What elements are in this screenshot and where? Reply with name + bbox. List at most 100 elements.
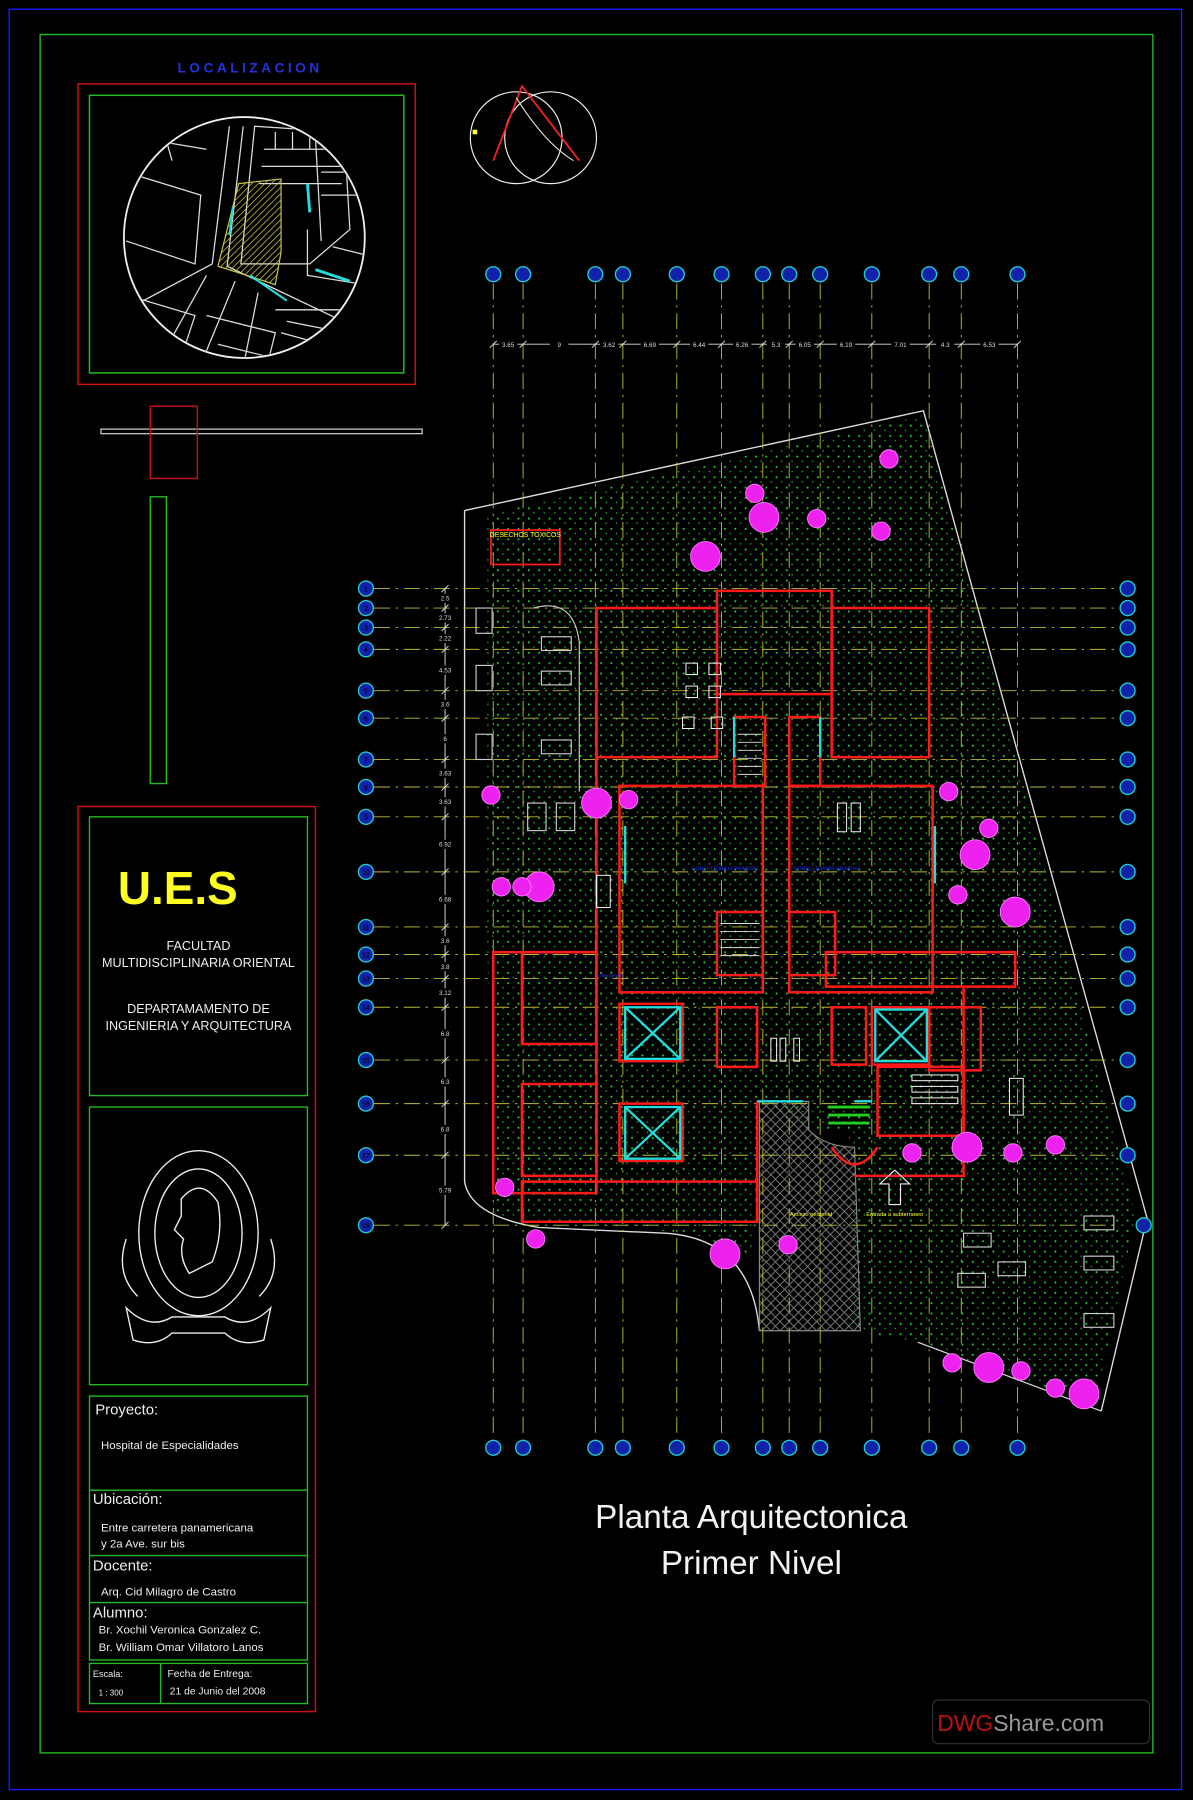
grid-axis-label: 15 <box>362 1058 370 1065</box>
tree-icon <box>526 1229 546 1249</box>
stairs <box>720 733 762 957</box>
student-label: Alumno: <box>93 1606 148 1622</box>
grid-axis-bubble <box>1119 710 1136 727</box>
tree-icon <box>512 877 532 897</box>
dimension-label: 3.63 <box>439 771 452 778</box>
grid-axis-bubble <box>754 266 771 283</box>
dimension-label: 3.12 <box>439 990 452 997</box>
tree-icon <box>491 877 511 897</box>
decor-red-box <box>149 405 198 480</box>
dimension-label: 6.68 <box>439 897 452 904</box>
scale-value: 1 : 300 <box>99 1689 124 1698</box>
cyan-walls <box>624 717 937 1160</box>
dimension-label: 6.05 <box>799 342 812 349</box>
dimension-label: 2.22 <box>439 636 452 643</box>
faculty-line-1: FACULTAD <box>166 939 230 953</box>
tree-icon <box>973 1352 1005 1383</box>
university-seal <box>121 1149 276 1344</box>
north-arrow-icon <box>469 84 598 185</box>
tree-icon <box>481 785 501 805</box>
department-line-1: DEPARTAMAMENTO DE <box>127 1002 270 1016</box>
dimension-label: 7.01 <box>894 342 907 349</box>
department-line-2: INGENIERIA Y ARQUITECTURA <box>105 1019 292 1033</box>
tree-icon <box>1045 1378 1065 1398</box>
building-walls <box>491 589 1017 1224</box>
grid-axis-bubble <box>781 266 798 283</box>
grid-axis-bubble <box>1119 599 1136 617</box>
dimension-label: 6.8 <box>441 1127 450 1134</box>
grid-axis-bubble <box>1119 1051 1136 1069</box>
grid-axis-bubble <box>1119 918 1136 936</box>
location-line-1: Entre carretera panamericana <box>101 1522 254 1534</box>
tree-icon <box>871 521 891 541</box>
grid-axis-label: 12 <box>362 952 370 959</box>
grid-axis-bubble <box>357 863 375 881</box>
label-underground-entrance: Entrada a subterraneo <box>866 1212 923 1218</box>
grid-axis-label: 3 <box>364 625 368 632</box>
grid-axis-bubble <box>953 266 970 283</box>
dimension-label: 6.8 <box>441 1031 450 1038</box>
furniture <box>595 662 1024 1116</box>
grid-axis-label: 13 <box>362 976 370 983</box>
grid-axis-bubble <box>1119 970 1136 987</box>
location-panel: LOCALIZACION <box>77 60 417 386</box>
label-consult-right: CONSULTORIOS PRIMERO <box>794 867 860 873</box>
dimension-label: 3.63 <box>439 799 452 806</box>
grid-axis-bubble <box>357 778 375 796</box>
grid-axis-bubble <box>668 266 685 283</box>
grid-axis-label: 4 <box>364 647 368 654</box>
grid-axis-bubble <box>812 1439 829 1456</box>
grid-axis-bubble <box>713 266 730 283</box>
grid-axis-label: 14 <box>362 1005 370 1012</box>
site-boundary <box>463 409 1148 1412</box>
grid-axis-bubble <box>357 808 375 825</box>
grid-axis-bubble <box>485 266 502 283</box>
grid-axis-bubble <box>357 580 375 597</box>
grid-axis-bubble <box>357 946 375 963</box>
grid-axis-bubble <box>1119 778 1136 796</box>
grid-axis-bubble <box>357 918 375 936</box>
location-label: Ubicación: <box>93 1492 163 1508</box>
grid-axis-bubble <box>357 1095 375 1112</box>
dimension-label: 2.5 <box>441 596 450 603</box>
grid-axis-bubble <box>357 641 375 658</box>
dimension-label: 6.19 <box>840 342 853 349</box>
label-toxic-waste: DESECHOS TOXICOS <box>490 532 562 539</box>
grid-axis-bubble <box>1009 1439 1026 1456</box>
grid-axis-bubble <box>1135 1217 1152 1234</box>
tree-icon <box>495 1177 515 1197</box>
grid-axis-bubble <box>1119 751 1136 768</box>
grid-axis-bubble <box>357 970 375 987</box>
dimension-label: 6.69 <box>644 342 657 349</box>
dimension-label: 4.53 <box>439 667 452 674</box>
project-value: Hospital de Especialidades <box>101 1440 239 1452</box>
institution-acronym: U.E.S <box>118 862 238 914</box>
drawing-title-line-1: Planta Arquitectonica <box>595 1499 908 1536</box>
grid-axis-bubble <box>1009 266 1026 283</box>
dimension-label: 6.26 <box>736 342 749 349</box>
grid-axis-bubble <box>1119 946 1136 963</box>
outer-border <box>8 8 1183 1791</box>
dimension-label: 3.62 <box>603 342 616 349</box>
tree-icon <box>709 1238 741 1270</box>
teacher-value: Arq. Cid Milagro de Castro <box>101 1587 236 1599</box>
dimension-label: 6 <box>443 736 447 743</box>
grid-axis-bubble <box>614 266 632 283</box>
tree-icon <box>979 818 999 838</box>
drawing-title-line-2: Primer Nivel <box>661 1545 842 1582</box>
grid-axis-bubble <box>1119 641 1136 658</box>
teacher-label: Docente: <box>93 1558 153 1574</box>
grid-axis-bubble <box>1119 1147 1136 1164</box>
location-map <box>122 116 366 359</box>
dimension-label: 5.79 <box>439 1188 452 1195</box>
tree-icon <box>942 1353 962 1373</box>
faculty-line-2: MULTIDISCIPLINARIA ORIENTAL <box>102 956 295 970</box>
grid-axis-label: 8 <box>364 785 368 792</box>
watermark-logo: DWGShare.com <box>932 1699 1150 1745</box>
student-1: Br. Xochil Veronica Gonzalez C. <box>99 1625 262 1637</box>
grid-axis-label: 17 <box>362 1153 370 1160</box>
grid-axis-bubble <box>587 266 604 283</box>
tree-icon <box>690 541 721 572</box>
label-emergency: Emergencia <box>597 973 625 979</box>
